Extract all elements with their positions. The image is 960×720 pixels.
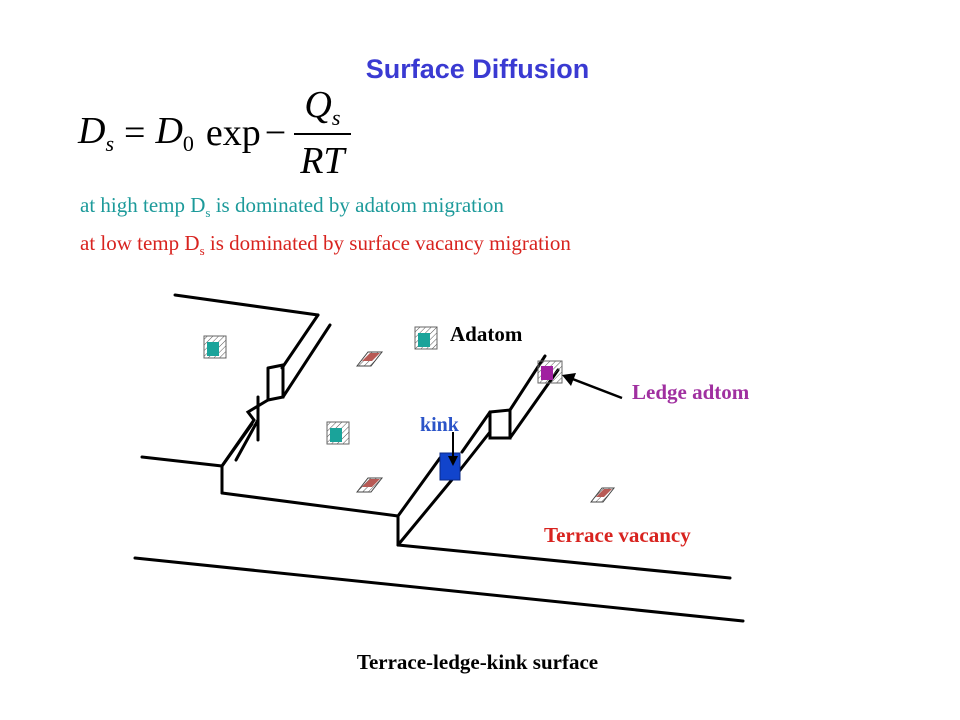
diffusion-formula: Ds = D0 exp − Qs RT — [78, 84, 351, 182]
high-temp-statement: at high temp Ds is dominated by adatom m… — [80, 193, 504, 221]
kink-label: kink — [420, 414, 460, 436]
upper-ledge-back — [280, 313, 320, 370]
formula-d0: D0 — [155, 110, 194, 156]
page-title: Surface Diffusion — [365, 54, 590, 84]
second-ledge-front — [396, 468, 462, 547]
left-terrace-edge — [140, 455, 224, 468]
formula-equals: = — [124, 112, 146, 154]
adatom-left — [203, 335, 227, 359]
diagram-caption: Terrace-ledge-kink surface — [356, 650, 599, 674]
kink-arrow-head — [448, 456, 458, 466]
terrace-vacancy-label: Terrace vacancy — [544, 523, 691, 547]
ledge-adatom — [537, 360, 563, 384]
ledge-adatom-label: Ledge adtom — [632, 380, 750, 404]
adatom-top — [414, 326, 438, 350]
formula-numerator: Qs — [304, 84, 341, 130]
formula-minus: − — [264, 112, 287, 154]
second-kink-step — [488, 408, 512, 440]
upper-ledge-front — [281, 323, 332, 399]
second-ledge-back — [460, 410, 492, 454]
surface-lines — [133, 293, 745, 623]
low-temp-statement: at low temp Ds is dominated by surface v… — [80, 231, 571, 259]
formula-denominator: RT — [294, 133, 351, 183]
upper-terrace-edge — [173, 293, 320, 317]
formula-fraction: Qs RT — [294, 83, 351, 183]
upper-kink-step — [266, 363, 285, 402]
vacancy-top — [355, 351, 384, 367]
ledge-arrow-line — [569, 376, 623, 400]
formula-exp: exp — [205, 112, 261, 154]
vacancy-middle — [355, 477, 384, 493]
middle-terrace-front — [220, 491, 400, 518]
second-ledge-mid — [458, 430, 492, 472]
formula-ds: Ds — [78, 110, 115, 156]
bottom-terrace-edge — [133, 556, 745, 623]
adatom-middle — [326, 421, 350, 445]
adatom-label: Adatom — [450, 322, 523, 346]
lower-terrace-edge — [396, 543, 732, 580]
second-ledge-lower — [396, 456, 442, 518]
vacancy-right — [589, 487, 616, 503]
left-step-top — [220, 422, 254, 468]
ledge-arrow-head — [562, 373, 576, 386]
upper-ledge-lower — [234, 418, 260, 462]
